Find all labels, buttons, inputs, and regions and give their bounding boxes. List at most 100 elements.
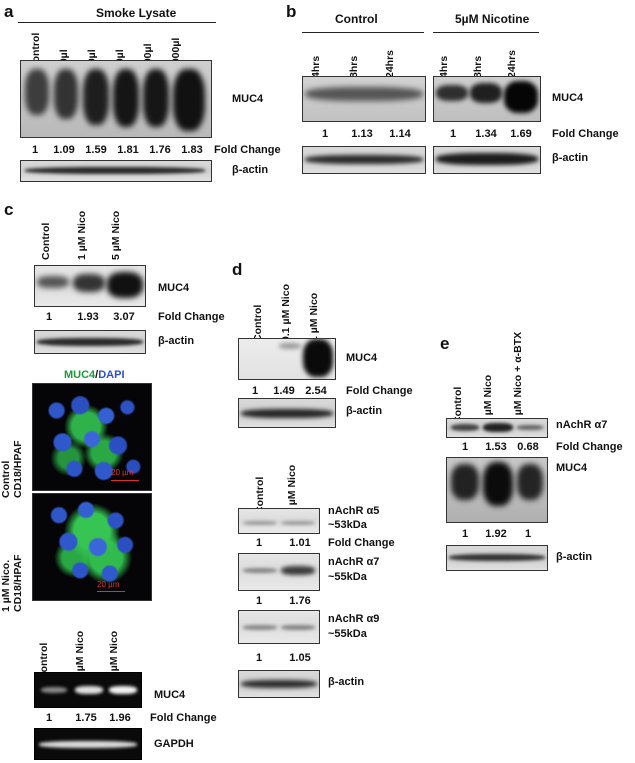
panel-c-letter: c xyxy=(4,200,14,219)
panel-d-fold-label: Fold Change xyxy=(346,385,413,397)
blot-band xyxy=(241,680,317,688)
panel-d-muc4-blot xyxy=(238,338,336,380)
panel-b-lane-label: 4hrs xyxy=(310,55,322,78)
panel-e-fold1-value: 1.53 xyxy=(485,441,507,453)
panel-c-image1-sublabel: CD18/HPAF xyxy=(12,440,24,498)
panel-e-target2-label: MUC4 xyxy=(556,462,588,474)
panel-d-actin-blot xyxy=(238,398,336,428)
panel-d-a5-fold-value: 1 xyxy=(255,537,263,549)
stain-muc4-label: MUC4 xyxy=(64,369,96,381)
panel-c-control-micrograph: 20 µm xyxy=(32,383,152,491)
panel-d-a7-fold-value: 1 xyxy=(255,595,263,607)
blot-band xyxy=(73,274,105,292)
panel-d-a9-fold-value: 1.05 xyxy=(289,652,311,664)
panel-c-image2-sublabel: CD18/HPAF xyxy=(12,554,24,612)
panel-b-fold-value: 1 xyxy=(449,128,457,140)
panel-a-fold-value: 1.76 xyxy=(149,144,171,156)
panel-b-target-label: MUC4 xyxy=(552,92,584,104)
panel-d-lane-label: 0.1 µM Nico xyxy=(280,284,292,342)
panel-a-header: Smoke Lysate xyxy=(96,6,177,20)
panel-d-a7-size: ~55kDa xyxy=(328,571,367,583)
panel-b-lane-label: 4hrs xyxy=(438,55,450,78)
panel-c-loading-label: β-actin xyxy=(158,335,195,347)
panel-c-pcr-loading-label: GAPDH xyxy=(154,738,194,750)
blot-band xyxy=(449,554,545,561)
panel-a-loading-label: β-actin xyxy=(232,164,269,176)
blot-band xyxy=(470,83,502,103)
panel-c-fold-label: Fold Change xyxy=(158,311,225,323)
blot-band xyxy=(241,409,333,418)
blot-band xyxy=(54,69,78,119)
blot-band xyxy=(37,338,143,346)
panel-c-image1-label: Control xyxy=(0,460,12,498)
panel-d-a7-fold-value: 1.76 xyxy=(289,595,311,607)
scale-bar xyxy=(111,480,139,481)
blot-band xyxy=(83,69,109,125)
panel-c-lane-label: Control xyxy=(40,222,52,260)
stain-dapi-label: DAPI xyxy=(98,369,125,381)
panel-a-letter: a xyxy=(4,2,14,21)
blot-band xyxy=(243,521,277,525)
panel-e-fold2-value: 1 xyxy=(524,528,532,540)
panel-b-fold-value: 1.13 xyxy=(351,128,373,140)
panel-e-lane-label: 1 µM Nico xyxy=(482,374,494,424)
panel-e-fold1-value: 0.68 xyxy=(517,441,539,453)
panel-c-pcr-muc4-gel xyxy=(34,672,142,708)
panel-d-a5-fold-value: 1.01 xyxy=(289,537,311,549)
blot-band xyxy=(173,69,205,131)
panel-b-lane-label: 24hrs xyxy=(506,49,518,78)
panel-d-lane2-label: 1 µM Nico xyxy=(286,464,298,514)
panel-d-fold-value: 1.49 xyxy=(273,385,295,397)
panel-a-fold-value: 1.83 xyxy=(181,144,203,156)
gel-band xyxy=(75,686,103,694)
panel-e-lane-label: 1 µM Nico + α-BTX xyxy=(512,331,524,424)
panel-b-nicotine-muc4-blot xyxy=(433,76,541,122)
panel-d-a5-blot xyxy=(238,508,320,534)
panel-d-a7-blot xyxy=(238,553,320,591)
stain-separator: / xyxy=(95,369,99,381)
panel-d-lane-label: 1 µM Nico xyxy=(308,292,320,342)
panel-e-target1-label: nAchR α7 xyxy=(556,419,608,431)
blot-band xyxy=(143,69,169,127)
panel-c-pcr-fold-value: 1.75 xyxy=(75,712,97,724)
gel-band xyxy=(41,687,67,693)
blot-band xyxy=(243,625,277,630)
panel-c-actin-blot xyxy=(34,330,146,354)
blot-band xyxy=(483,423,513,432)
panel-e-fold2-value: 1.92 xyxy=(485,528,507,540)
blot-band xyxy=(517,425,543,430)
panel-c-muc4-blot xyxy=(34,265,146,307)
panel-b-nicotine-actin-blot xyxy=(433,146,541,174)
panel-b-letter: b xyxy=(286,2,297,21)
panel-d-loading2-label: β-actin xyxy=(328,676,365,688)
panel-d-fold-value: 2.54 xyxy=(305,385,327,397)
panel-c-pcr-gapdh-gel xyxy=(34,728,142,760)
panel-c-lane-label: 5 µM Nico xyxy=(110,210,122,260)
panel-b-lane-label: 24hrs xyxy=(384,49,396,78)
panel-b-header-line-control xyxy=(302,32,424,33)
panel-a-fold-value: 1.81 xyxy=(117,144,139,156)
panel-a-muc4-blot xyxy=(20,60,212,138)
panel-c-fold-value: 1.93 xyxy=(77,311,99,323)
panel-d-fold-value: 1 xyxy=(251,385,259,397)
blot-band xyxy=(451,424,479,431)
panel-e-fold-label: Fold Change xyxy=(556,441,623,453)
panel-d-a9-fold-value: 1 xyxy=(255,652,263,664)
panel-e-letter: e xyxy=(440,334,450,353)
blot-band xyxy=(281,625,315,630)
scale-bar-label: 20 µm xyxy=(97,580,120,589)
scale-bar-label: 20 µm xyxy=(111,468,134,477)
blot-band xyxy=(436,153,538,165)
panel-e-fold1-value: 1 xyxy=(461,441,469,453)
scale-bar xyxy=(97,591,125,592)
gel-band xyxy=(109,686,137,694)
panel-d-a9-size: ~55kDa xyxy=(328,628,367,640)
blot-band xyxy=(37,276,69,288)
blot-band xyxy=(25,167,205,174)
panel-c-stain-legend: MUC4/DAPI xyxy=(64,369,125,381)
panel-d-a5-size: ~53kDa xyxy=(328,519,367,531)
panel-e-muc4-blot xyxy=(446,457,548,523)
panel-c-target-label: MUC4 xyxy=(158,282,190,294)
panel-b-fold-value: 1.69 xyxy=(510,128,532,140)
panel-d-letter: d xyxy=(232,260,243,279)
